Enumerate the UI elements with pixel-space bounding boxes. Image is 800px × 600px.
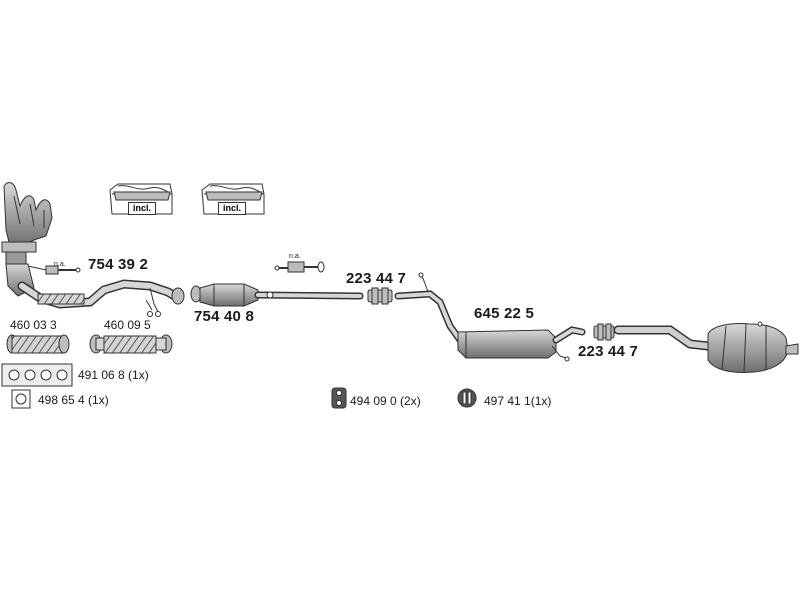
part-number-flange-gasket: 498 65 4 (1x) [38,393,109,407]
gasket-ring-part-1 [6,334,70,354]
part-number-catalytic-converter: 754 40 8 [194,308,254,325]
rear-silencer-assembly [613,321,799,373]
pipe-clamp-front [367,287,393,305]
not-available-label-1: n.a. [54,261,66,268]
part-number-rubber-mount-2: 497 41 1(1x) [484,394,552,408]
front-pipe-assembly [17,279,185,317]
kit-box-icon [201,183,265,215]
gasket-ring-part-2 [89,334,173,354]
part-number-front-pipe: 754 39 2 [88,256,148,273]
exhaust-manifold [1,182,53,297]
part-number-clamp-rear: 223 44 7 [578,343,638,360]
catalytic-converter [190,283,364,307]
flange-gasket-icon [11,389,31,409]
middle-silencer-assembly [394,272,586,362]
kit-included-label-2: incl. [218,202,247,215]
part-number-gasket-2: 460 09 5 [104,318,151,332]
not-available-label-2: n.a. [289,253,301,260]
part-number-rubber-mount-1: 494 09 0 (2x) [350,394,421,408]
part-number-middle-silencer: 645 22 5 [474,305,534,322]
manifold-gasket-part [1,363,73,387]
lambda-sensor-front [27,265,81,275]
part-number-manifold-gasket: 491 06 8 (1x) [78,368,149,382]
rubber-ring-icon [457,388,477,408]
rubber-mount-icon [331,387,347,409]
part-number-clamp-front: 223 44 7 [346,270,406,287]
kit-included-label-1: incl. [128,202,157,215]
part-number-gasket-1: 460 03 3 [10,318,57,332]
kit-box-icon [109,183,173,215]
pipe-clamp-rear [593,323,615,341]
lambda-sensor-rear [274,261,325,273]
